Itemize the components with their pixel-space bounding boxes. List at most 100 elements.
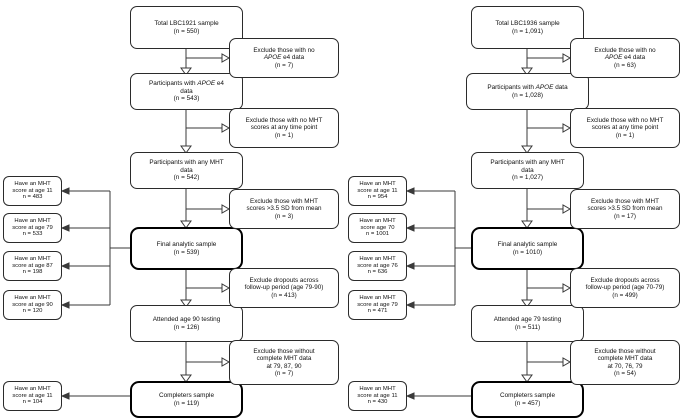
box-line: scores at any time point: [250, 124, 318, 132]
lbc1921-score-age-79-box: Have an MHT score at age 79 n = 533: [3, 213, 62, 243]
lbc1921-exclude-no-apoe-box: Exclude those with no APOE e4 data (n = …: [229, 38, 339, 78]
box-line: Have an MHT: [359, 385, 396, 392]
box-line: (n = 1010): [512, 248, 543, 256]
box-line: follow-up period (age 79-90): [244, 284, 324, 292]
box-line: Attended age 90 testing: [152, 315, 221, 323]
box-line: complete MHT data: [597, 355, 653, 363]
box-line: (n = 550): [173, 27, 200, 35]
box-line: scores >3.5 SD from mean: [246, 205, 322, 213]
box-line: Participants with any MHT: [149, 159, 224, 167]
lbc1936-completer-score-age-11-box: Have an MHT score at age 11 n = 430: [348, 381, 407, 411]
box-line: score at age 11: [357, 392, 398, 399]
box-line: Participants with APOE e4: [149, 80, 224, 88]
box-line: Exclude those with MHT: [250, 197, 318, 205]
box-line: score at age 87: [12, 262, 53, 269]
lbc1936-exclude-no-apoe-box: Exclude those with no APOE e4 data (n = …: [570, 38, 680, 78]
box-line: score age 70: [360, 224, 395, 231]
box-line: Final analytic sample: [156, 240, 217, 248]
box-line: Have an MHT: [359, 255, 396, 262]
box-line: (n = 1,091): [511, 27, 544, 35]
lbc1921-apoe-participants-box: Participants with APOE e4 data (n = 543): [130, 73, 243, 110]
lbc1921-exclude-outliers-box: Exclude those with MHT scores >3.5 SD fr…: [229, 189, 339, 229]
box-line: Exclude those without: [594, 347, 656, 355]
apoe-gene-label: APOE: [263, 54, 282, 62]
box-line: Exclude dropouts across: [249, 276, 319, 284]
box-line: score at age 90: [12, 301, 53, 308]
box-line: (n = 54): [614, 369, 636, 377]
box-line: Have an MHT: [14, 385, 51, 392]
box-line: (n = 539): [173, 248, 200, 256]
apoe-gene-label: APOE: [604, 54, 623, 62]
box-line: n = 471: [367, 308, 388, 315]
box-line: Have an MHT: [359, 180, 396, 187]
box-line: (n = 1,027): [511, 174, 544, 182]
lbc1936-score-age-76-box: Have an MHT score at age 76 n = 636: [348, 251, 407, 281]
box-line: Have an MHT: [14, 217, 51, 224]
box-line: Have an MHT: [359, 217, 396, 224]
box-line: n = 954: [367, 194, 388, 201]
lbc1921-exclude-no-mht-box: Exclude those with no MHT scores at any …: [229, 108, 339, 148]
box-line: (n = 3): [274, 212, 294, 220]
box-line: (n = 63): [614, 61, 636, 69]
box-line: (n = 7): [274, 61, 294, 69]
box-line: Exclude those without: [253, 347, 315, 355]
lbc1936-exclude-outliers-box: Exclude those with MHT scores >3.5 SD fr…: [570, 189, 680, 229]
box-line: (n = 543): [173, 95, 200, 103]
box-line: follow-up period (age 70-79): [585, 284, 665, 292]
box-line: Attended age 79 testing: [493, 315, 562, 323]
box-line: Have an MHT: [359, 294, 396, 301]
lbc1936-exclude-no-mht-box: Exclude those with no MHT scores at any …: [570, 108, 680, 148]
box-line: score at age 79: [12, 224, 53, 231]
box-line: Exclude dropouts across: [590, 276, 660, 284]
lbc1936-final-analytic-sample-box: Final analytic sample (n = 1010): [471, 227, 584, 270]
lbc1921-total-sample-box: Total LBC1921 sample (n = 550): [130, 6, 243, 49]
box-line: Participants with APOE data: [487, 83, 568, 91]
box-line: at 70, 76, 79: [607, 362, 643, 370]
lbc1936-score-age-79-box: Have an MHT score at age 79 n = 471: [348, 290, 407, 320]
box-line: n = 430: [367, 399, 388, 406]
box-line: Have an MHT: [14, 294, 51, 301]
lbc1921-score-age-11-box: Have an MHT score at age 11 n = 483: [3, 176, 62, 206]
lbc1921-score-age-87-box: Have an MHT score at age 87 n = 198: [3, 251, 62, 281]
box-line: (n = 457): [514, 399, 541, 407]
box-line: n = 198: [22, 269, 43, 276]
box-line: (n = 119): [173, 399, 200, 407]
box-line: Participants with any MHT: [490, 159, 565, 167]
lbc1936-mht-participants-box: Participants with any MHT data (n = 1,02…: [471, 152, 584, 189]
lbc1936-apoe-participants-box: Participants with APOE data (n = 1,028): [466, 73, 589, 110]
box-line: Exclude those with no: [594, 46, 656, 54]
box-line: data: [180, 87, 193, 95]
box-line: n = 1001: [365, 231, 390, 238]
box-line: Final analytic sample: [497, 240, 558, 248]
box-line: score at age 79: [357, 301, 398, 308]
box-line: Exclude those with no MHT: [586, 116, 664, 124]
lbc1921-mht-participants-box: Participants with any MHT data (n = 542): [130, 152, 243, 189]
box-line: APOE e4 data: [263, 54, 305, 62]
box-line: score at age 11: [12, 392, 53, 399]
lbc1936-total-sample-box: Total LBC1936 sample (n = 1,091): [471, 6, 584, 49]
box-line: Have an MHT: [14, 255, 51, 262]
box-line: (n = 126): [173, 323, 200, 331]
box-line: (n = 1,028): [511, 91, 544, 99]
box-line: score at age 11: [357, 187, 398, 194]
box-line: data: [521, 166, 534, 174]
box-line: score at age 11: [12, 187, 53, 194]
box-line: score at age 76: [357, 262, 398, 269]
apoe-gene-label: APOE: [535, 83, 554, 91]
box-line: APOE e4 data: [604, 54, 646, 62]
box-line: Total LBC1936 sample: [495, 19, 560, 27]
lbc1936-exclude-incomplete-box: Exclude those without complete MHT data …: [570, 340, 680, 385]
box-line: n = 120: [22, 308, 43, 315]
box-line: n = 483: [22, 194, 43, 201]
box-line: (n = 1): [615, 131, 635, 139]
box-line: n = 104: [22, 399, 43, 406]
box-line: complete MHT data: [256, 355, 312, 363]
lbc1936-attended-testing-box: Attended age 79 testing (n = 511): [471, 305, 584, 342]
box-line: Exclude those with no: [253, 46, 315, 54]
box-line: (n = 7): [274, 369, 294, 377]
box-line: n = 533: [22, 231, 43, 238]
lbc1921-score-age-90-box: Have an MHT score at age 90 n = 120: [3, 290, 62, 320]
apoe-gene-label: APOE: [197, 80, 216, 88]
box-line: (n = 542): [173, 174, 200, 182]
box-line: (n = 413): [271, 291, 297, 299]
